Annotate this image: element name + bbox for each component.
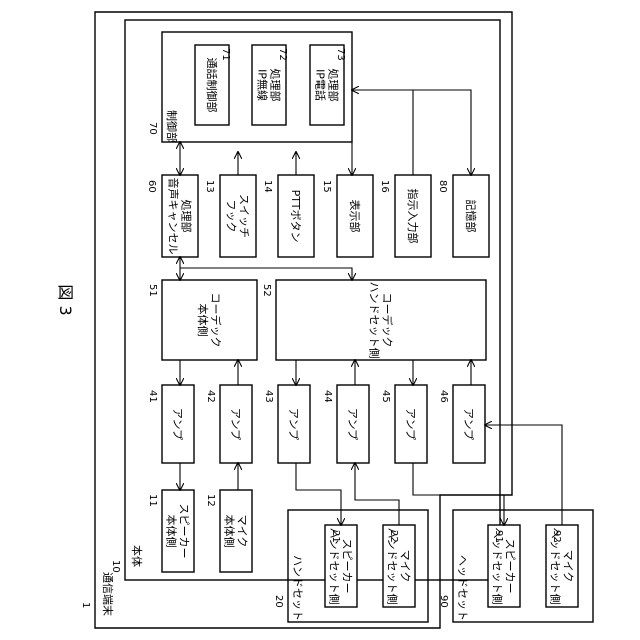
codec-52-ref: 52 [261,284,272,297]
body-label: 本体 [130,545,144,567]
wire-60-52 [180,268,352,280]
amp-43-ref: 43 [263,390,274,403]
periph-13-ref: 13 [204,180,215,193]
control-sub-73-label: 処理部 [327,69,341,102]
periph-60-ref: 60 [146,180,157,193]
handset-ref: 20 [273,595,284,608]
control-sub-71-ref: 71 [220,48,231,61]
bodyio-11-label: スピーカー [178,504,191,559]
wire-22-44 [355,463,399,525]
periph-15-ref: 15 [321,180,332,193]
handset-dev-22-ref: 22 [388,530,399,543]
amp-41-ref: 41 [147,390,158,403]
codec-51-label: コーデック [209,293,223,348]
codec-51-label: 本体側 [196,304,210,337]
headset-dev-92-ref: 92 [551,530,562,543]
figure-title: 図 3 [56,284,75,315]
amp-43-label: アンプ [287,408,300,440]
headset-dev-91-label: スピーカー [504,539,517,594]
bodyio-12-label: マイク [236,515,249,548]
body-ref: 10 [110,560,121,573]
bodyio-12-label: 本体側 [223,515,237,548]
wire-80 [413,90,471,175]
periph-13-label: スイッチ [238,194,251,238]
handset-dev-22-label: マイク [399,550,412,583]
control-sub-72-label: IP無線 [256,69,270,101]
control-sub-71-label: 通話制御部 [205,58,219,113]
headset-ref: 90 [438,595,449,608]
periph-80-ref: 80 [437,180,448,193]
amp-45-label: アンプ [404,408,417,440]
control-unit-ref: 70 [147,122,158,135]
periph-13-label: フック [225,200,238,233]
terminal-ref: 1 [80,602,91,608]
amp-44-label: アンプ [346,408,359,440]
bodyio-12-ref: 12 [205,494,216,507]
periph-14-ref: 14 [262,180,273,193]
periph-60-label: 処理部 [180,200,194,233]
periph-60-label: 音声キャンセル [167,178,181,255]
headset-label: ヘッドセット [456,555,469,621]
periph-80-label: 記憶部 [464,200,478,233]
periph-15-label: 表示部 [348,200,362,233]
headset-dev-92-label: マイク [562,550,575,583]
periph-16-ref: 16 [379,180,390,193]
wire-45-91 [413,463,504,525]
amp-42-ref: 42 [205,390,216,403]
terminal-label: 通信端末 [101,572,115,616]
bodyio-11-ref: 11 [147,494,158,507]
amp-44-ref: 44 [322,390,333,403]
codec-51-ref: 51 [147,284,158,297]
amp-45-ref: 45 [380,390,391,403]
codec-52-label: ハンドセット側 [368,282,381,359]
control-sub-73-ref: 73 [335,48,346,61]
control-sub-72-ref: 72 [277,48,288,61]
codec-52-label: コーデック [381,293,395,348]
control-unit-label: 制御部 [165,110,179,143]
control-sub-72-label: 処理部 [269,69,283,102]
amp-46-label: アンプ [462,408,475,440]
amp-46-ref: 46 [438,390,449,403]
handset-dev-21-label: スピーカー [341,539,354,594]
periph-14-label: PTTボタン [289,190,302,243]
bodyio-11-label: 本体側 [165,515,179,548]
amp-41-label: アンプ [171,408,184,440]
periph-16-label: 指示入力部 [406,189,420,244]
wire-43-21 [296,463,341,525]
wire-16-70 [352,90,413,175]
handset-dev-21-ref: 21 [330,530,341,543]
control-sub-73-label: IP電話 [314,69,328,101]
handset-label: ハンドセット [291,555,304,621]
amp-42-label: アンプ [229,408,242,440]
headset-dev-91-ref: 91 [493,530,504,543]
